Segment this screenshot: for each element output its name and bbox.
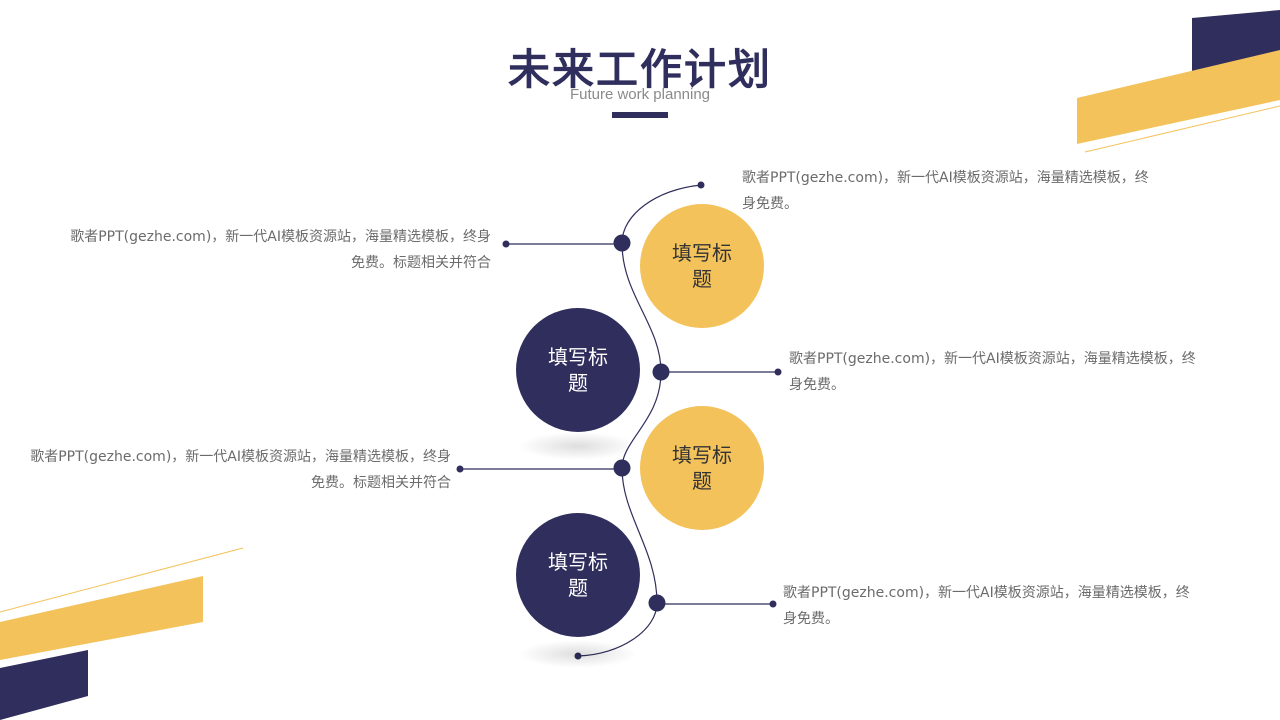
step-circle-3: 填写标题 xyxy=(640,406,764,530)
description-text-4-right: 歌者PPT(gezhe.com)，新一代AI模板资源站，海量精选模板，终身免费。 xyxy=(783,585,1190,627)
description-text-2-right: 歌者PPT(gezhe.com)，新一代AI模板资源站，海量精选模板，终身免费。 xyxy=(789,351,1196,393)
small-dot xyxy=(502,240,510,248)
yellow-shape xyxy=(0,576,203,660)
description-text-1-left: 歌者PPT(gezhe.com)，新一代AI模板资源站，海量精选模板，终身免费。… xyxy=(70,229,491,271)
small-dot xyxy=(574,652,582,660)
small-dot xyxy=(769,600,777,608)
circle-shadow xyxy=(518,640,638,668)
step-circle-label: 填写标题 xyxy=(672,241,732,291)
corner-decoration-bottom-left xyxy=(0,547,244,720)
small-dot xyxy=(697,181,705,189)
node-dot xyxy=(613,234,631,252)
accent-line xyxy=(0,547,244,613)
step-circle-4: 填写标题 xyxy=(516,513,640,637)
description-text-3-left: 歌者PPT(gezhe.com)，新一代AI模板资源站，海量精选模板，终身免费。… xyxy=(30,449,451,491)
circle-shadow xyxy=(518,432,638,460)
step-circle-1: 填写标题 xyxy=(640,204,764,328)
step-circle-2: 填写标题 xyxy=(516,308,640,432)
node-dot xyxy=(652,363,670,381)
small-dot xyxy=(456,465,464,473)
corner-decoration-top-right xyxy=(1077,10,1280,153)
yellow-shape xyxy=(1077,50,1280,144)
navy-shape xyxy=(0,650,88,720)
step-circle-label: 填写标题 xyxy=(672,443,732,493)
small-dot xyxy=(774,368,782,376)
page-subtitle: Future work planning xyxy=(569,86,711,103)
node-dot xyxy=(613,459,631,477)
step-circle-label: 填写标题 xyxy=(548,345,608,395)
node-dot xyxy=(648,594,666,612)
step-circle-label: 填写标题 xyxy=(548,550,608,600)
title-underline xyxy=(612,112,668,118)
description-text-1-right: 歌者PPT(gezhe.com)，新一代AI模板资源站，海量精选模板，终身免费。 xyxy=(742,170,1149,212)
accent-line xyxy=(1084,105,1280,153)
page-title: 未来工作计划 xyxy=(507,45,772,94)
